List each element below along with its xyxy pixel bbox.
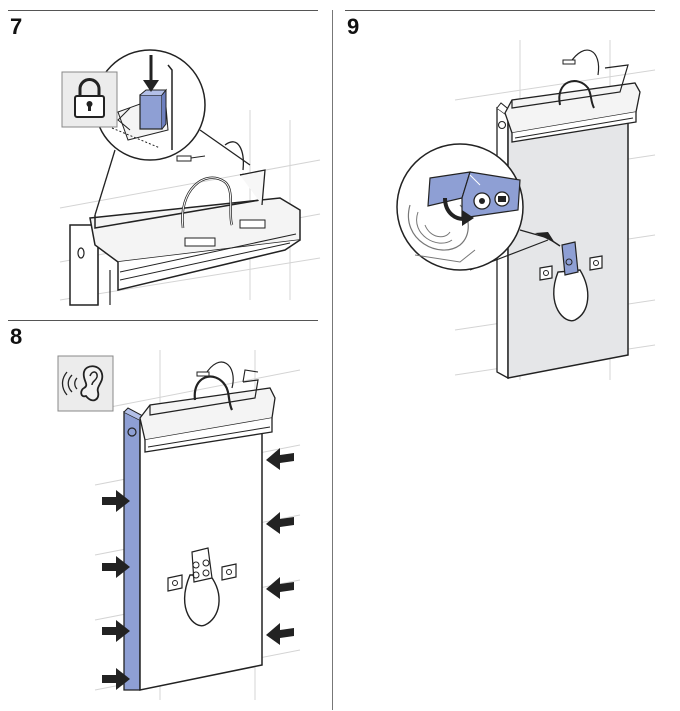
mid-rule-left bbox=[8, 320, 318, 321]
step-9-illustration bbox=[396, 40, 656, 380]
step-9-release-clip bbox=[561, 241, 579, 276]
step-8-side-strip bbox=[123, 410, 141, 691]
step-8-illustration bbox=[57, 350, 301, 700]
step-7-detail-contents bbox=[111, 55, 173, 150]
step-7-illustration bbox=[59, 49, 321, 306]
column-divider bbox=[332, 10, 333, 710]
step-7-press-arrow-head bbox=[143, 80, 159, 92]
ear-listen-icon bbox=[61, 365, 104, 402]
step-8-number: 8 bbox=[10, 324, 23, 349]
top-rule-left bbox=[8, 10, 318, 11]
step-9-number: 9 bbox=[347, 14, 360, 39]
step-9-detail-contents bbox=[407, 171, 521, 263]
step-8-outlet-opening bbox=[183, 574, 220, 627]
step-7-number: 7 bbox=[10, 14, 23, 39]
top-rule-right bbox=[345, 10, 655, 11]
release-arrow bbox=[462, 210, 474, 226]
step-9-front-panel bbox=[507, 99, 629, 379]
lock-icon bbox=[74, 78, 105, 118]
step-8-push-arrows bbox=[102, 448, 294, 690]
step-7-lock-clip bbox=[139, 94, 163, 130]
